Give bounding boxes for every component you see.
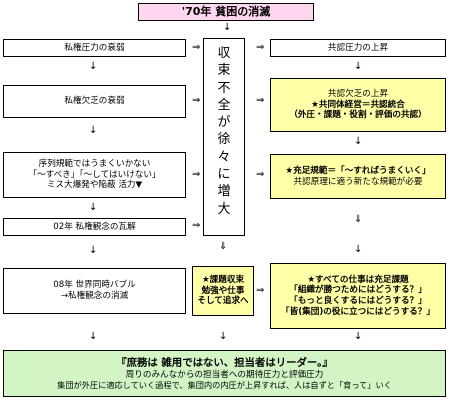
down-arrow-icon: ↓: [354, 61, 363, 72]
right-box-community-line-1: 共認欠乏の上昇: [327, 88, 389, 99]
right-box-pressure-rise: 共認圧力の上昇: [270, 39, 446, 57]
left-box-hierarchy-line-1: 序列規範ではうまくいかない: [38, 158, 151, 169]
right-box-norms-line-2: 共認原理に適う新たな規範が必要: [293, 176, 423, 187]
left-box-power-decline: 私権圧力の衰弱: [3, 39, 186, 57]
left-box-power-decline-label: 私権圧力の衰弱: [64, 42, 125, 53]
header-arrow-icon: ↓: [223, 22, 232, 33]
right-box-fulfillment-line-4: 「皆(集団)の役に立つにはどうする？」: [281, 306, 435, 317]
right-arrow-icon: ⇒: [192, 220, 201, 231]
right-box-community-line-3: （外圧・課題・役割・評価の共認）: [289, 110, 427, 121]
header-banner: '70年 貧困の消滅: [138, 3, 314, 21]
left-box-deficit-decline-label: 私権欠乏の衰弱: [64, 96, 125, 107]
right-arrow-icon: ⇒: [256, 169, 265, 180]
right-arrow-icon: ⇒: [256, 285, 265, 296]
left-box-deficit-decline: 私権欠乏の衰弱: [3, 85, 186, 118]
footer-line-2: 周りのみんなからの担当者への期待圧力と評価圧力: [125, 369, 324, 380]
right-arrow-icon: ⇒: [192, 95, 201, 106]
right-box-norms-line-1: ★充足規範＝「～すればうまくいく」: [285, 165, 431, 176]
down-arrow-icon: ↓: [354, 331, 363, 342]
right-box-community: 共認欠乏の上昇 ★共同体経営＝共認統合 （外圧・課題・役割・評価の共認）: [270, 78, 446, 132]
down-arrow-icon: ↓: [89, 202, 98, 213]
down-arrow-icon: ↓: [89, 61, 98, 72]
footer-line-3: 集団が外圧に適応していく過程で、集団内の内圧が上昇すれば、人は自ずと「育って」い…: [57, 380, 392, 391]
down-arrow-icon: ↓: [219, 331, 228, 342]
left-box-hierarchy-line-2: 「～すべき」「～してはいけない」: [28, 169, 161, 180]
left-box-hierarchy-line-3: ミス大爆発や陥蔽 活力▼: [46, 180, 143, 191]
down-arrow-icon: ↓: [89, 245, 98, 256]
right-box-fulfillment-line-3: 「もっと良くするにはどうする？」: [289, 296, 427, 306]
right-box-norms: ★充足規範＝「～すればうまくいく」 共認原理に適う新たな規範が必要: [270, 154, 446, 199]
right-box-community-line-2: ★共同体経営＝共認統合: [311, 99, 405, 110]
right-box-pressure-rise-label: 共認圧力の上昇: [327, 42, 389, 53]
double-down-arrow-icon: ⇓: [219, 241, 228, 252]
footer-line-1: 『庶務は 雑用ではない、担当者はリーダー。』: [116, 356, 333, 369]
left-box-bubble: 08年 世界同時バブル →私権観念の消滅: [3, 268, 186, 314]
footer-conclusion: 『庶務は 雑用ではない、担当者はリーダー。』 周りのみんなからの担当者への期待圧…: [3, 350, 446, 397]
middle-box-task-focus: ★課題収束 勉強や仕事 そして追求へ: [192, 266, 254, 316]
right-arrow-icon: ⇒: [256, 95, 265, 106]
left-box-bubble-line-1: 08年 世界同時バブル: [53, 280, 136, 291]
right-box-fulfillment-line-1: ★すべての仕事は充足課題: [307, 274, 409, 285]
right-box-fulfillment-line-2: 「組織が勝つためにはどうする？」: [289, 285, 427, 296]
down-arrow-icon: ↓: [89, 331, 98, 342]
middle-vertical-text: 収 束 不 全 が 徐 々 に 増 大: [217, 46, 231, 217]
header-title: '70年 貧困の消滅: [181, 5, 271, 19]
down-arrow-icon: ↓: [354, 136, 363, 147]
left-box-collapse: 02年 私権観念の瓦解: [3, 218, 186, 236]
left-box-hierarchy-norms: 序列規範ではうまくいかない 「～すべき」「～してはいけない」 ミス大爆発や陥蔽 …: [3, 152, 186, 198]
down-arrow-icon: ↓: [89, 125, 98, 136]
down-arrow-icon: ↓: [354, 244, 363, 255]
left-box-collapse-label: 02年 私権観念の瓦解: [53, 221, 136, 232]
middle-box-vertical: [203, 38, 245, 236]
right-arrow-icon: ⇒: [256, 42, 265, 53]
double-down-arrow-icon: ⇓: [354, 214, 363, 225]
right-arrow-icon: ⇒: [192, 169, 201, 180]
right-box-fulfillment: ★すべての仕事は充足課題 「組織が勝つためにはどうする？」 「もっと良くするには…: [270, 263, 446, 329]
right-arrow-icon: ⇒: [192, 42, 201, 53]
left-box-bubble-line-2: →私権観念の消滅: [60, 291, 129, 301]
